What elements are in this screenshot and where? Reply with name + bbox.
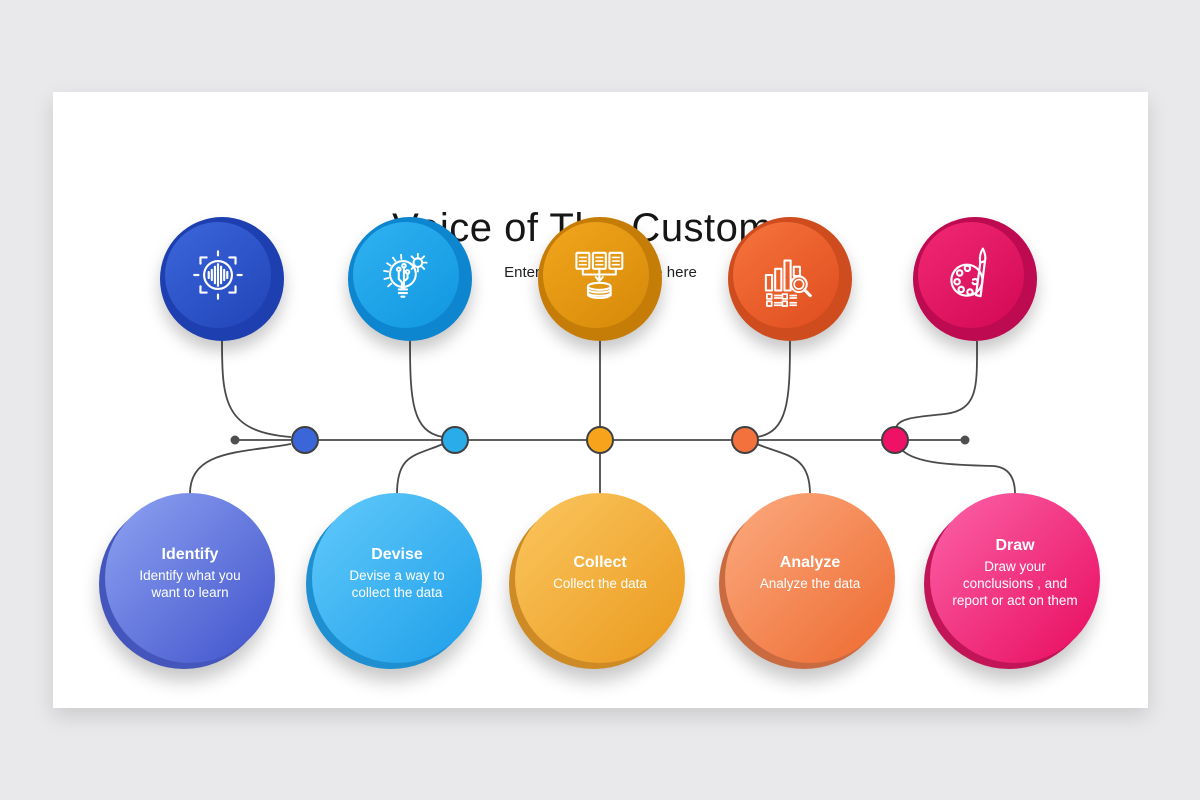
- documents-database-icon: [575, 251, 624, 300]
- bottom-circle-draw: Draw Draw your conclusions , and report …: [930, 493, 1100, 663]
- voice-scan-icon: [193, 250, 243, 300]
- step-description: Devise a way to collect the data: [349, 567, 445, 600]
- bottom-circle-analyze-face: Analyze Analyze the data: [725, 493, 895, 663]
- connector-top-analyze: [756, 340, 791, 438]
- connector-bottom-draw: [901, 449, 1016, 495]
- top-circle-draw-face: [918, 222, 1024, 328]
- timeline-node-collect: [586, 426, 614, 454]
- top-circle-draw: [913, 217, 1037, 341]
- top-circle-devise-face: [353, 222, 459, 328]
- connector-bottom-identify: [189, 443, 292, 495]
- top-circle-collect: [538, 217, 662, 341]
- top-circle-collect-face: [543, 222, 649, 328]
- bottom-circle-analyze: Analyze Analyze the data: [725, 493, 895, 663]
- step-description: Identify what you want to learn: [139, 567, 241, 600]
- bottom-circle-draw-face: Draw Draw your conclusions , and report …: [930, 493, 1100, 663]
- connector-bottom-analyze: [756, 443, 811, 495]
- step-title: Devise: [371, 545, 423, 563]
- bottom-circle-collect: Collect Collect the data: [515, 493, 685, 663]
- bottom-circle-identify-face: Identify Identify what you want to learn: [105, 493, 275, 663]
- connector-top-draw: [895, 340, 978, 429]
- step-description: Analyze the data: [759, 576, 861, 591]
- timeline-start-dot: [230, 435, 240, 445]
- top-circle-analyze: [728, 217, 852, 341]
- bottom-circle-devise-face: Devise Devise a way to collect the data: [312, 493, 482, 663]
- timeline-node-identify: [291, 426, 319, 454]
- bottom-circle-collect-face: Collect Collect the data: [515, 493, 685, 663]
- top-circle-identify-face: [165, 222, 271, 328]
- idea-gear-icon: [383, 252, 428, 298]
- step-title: Draw: [995, 537, 1035, 554]
- top-circle-devise: [348, 217, 472, 341]
- step-title: Identify: [161, 545, 219, 563]
- timeline-node-draw: [881, 426, 909, 454]
- connector-top-identify: [221, 340, 292, 438]
- step-description: Draw your conclusions , and report or ac…: [952, 559, 1078, 608]
- bottom-circle-identify: Identify Identify what you want to learn: [105, 493, 275, 663]
- step-title: Collect: [573, 554, 627, 571]
- connector-bottom-devise: [396, 443, 444, 495]
- top-circle-identify: [160, 217, 284, 341]
- palette-brush-icon: [950, 247, 987, 298]
- chart-magnifier-icon: [764, 259, 812, 307]
- bottom-circle-devise: Devise Devise a way to collect the data: [312, 493, 482, 663]
- connector-top-devise: [409, 340, 444, 438]
- timeline-end-dot: [960, 435, 970, 445]
- step-title: Analyze: [779, 554, 841, 571]
- step-description: Collect the data: [553, 576, 647, 591]
- timeline-node-devise: [441, 426, 469, 454]
- timeline-node-analyze: [731, 426, 759, 454]
- top-circle-analyze-face: [733, 222, 839, 328]
